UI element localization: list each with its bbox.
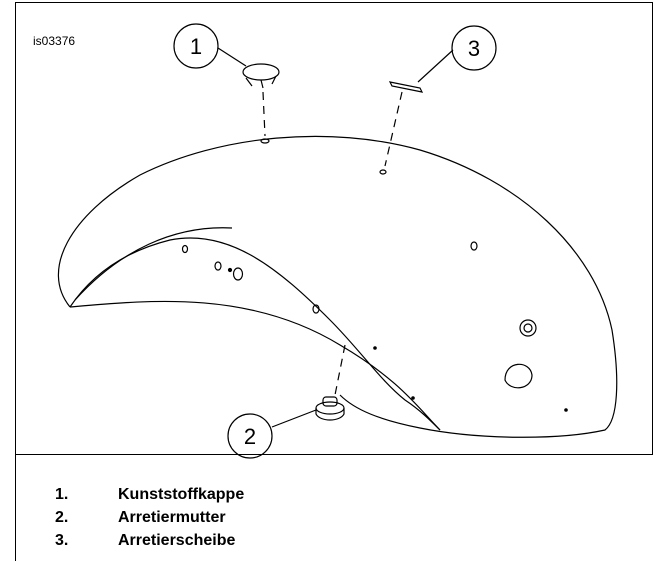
- figure-frame: [15, 2, 653, 455]
- legend-item-number: 3.: [55, 532, 69, 549]
- legend-item: 2. Arretiermutter: [55, 506, 244, 529]
- legend-item-label: Arretiermutter: [118, 509, 226, 526]
- fender-side-edge: [69, 300, 441, 431]
- legend-item: 1. Kunststoffkappe: [55, 483, 244, 506]
- legend-item: 3. Arretierscheibe: [55, 529, 244, 552]
- callout-2-number: 2: [244, 424, 256, 449]
- callout-1-number: 1: [190, 34, 202, 59]
- legend-item-number: 1.: [55, 486, 69, 503]
- legend-item-label: Arretierscheibe: [118, 532, 236, 549]
- figure-id-label: is03376: [33, 34, 76, 48]
- legend-item-number: 2.: [55, 509, 69, 526]
- fender-outline: [57, 135, 618, 438]
- fender-inner-top: [74, 227, 233, 301]
- callout-3-number: 3: [468, 36, 480, 61]
- fender-inner-edge: [69, 237, 441, 431]
- parts-legend: 1. Kunststoffkappe 2. Arretiermutter 3. …: [55, 483, 244, 552]
- side-rule: [15, 455, 16, 561]
- legend-item-label: Kunststoffkappe: [118, 486, 245, 503]
